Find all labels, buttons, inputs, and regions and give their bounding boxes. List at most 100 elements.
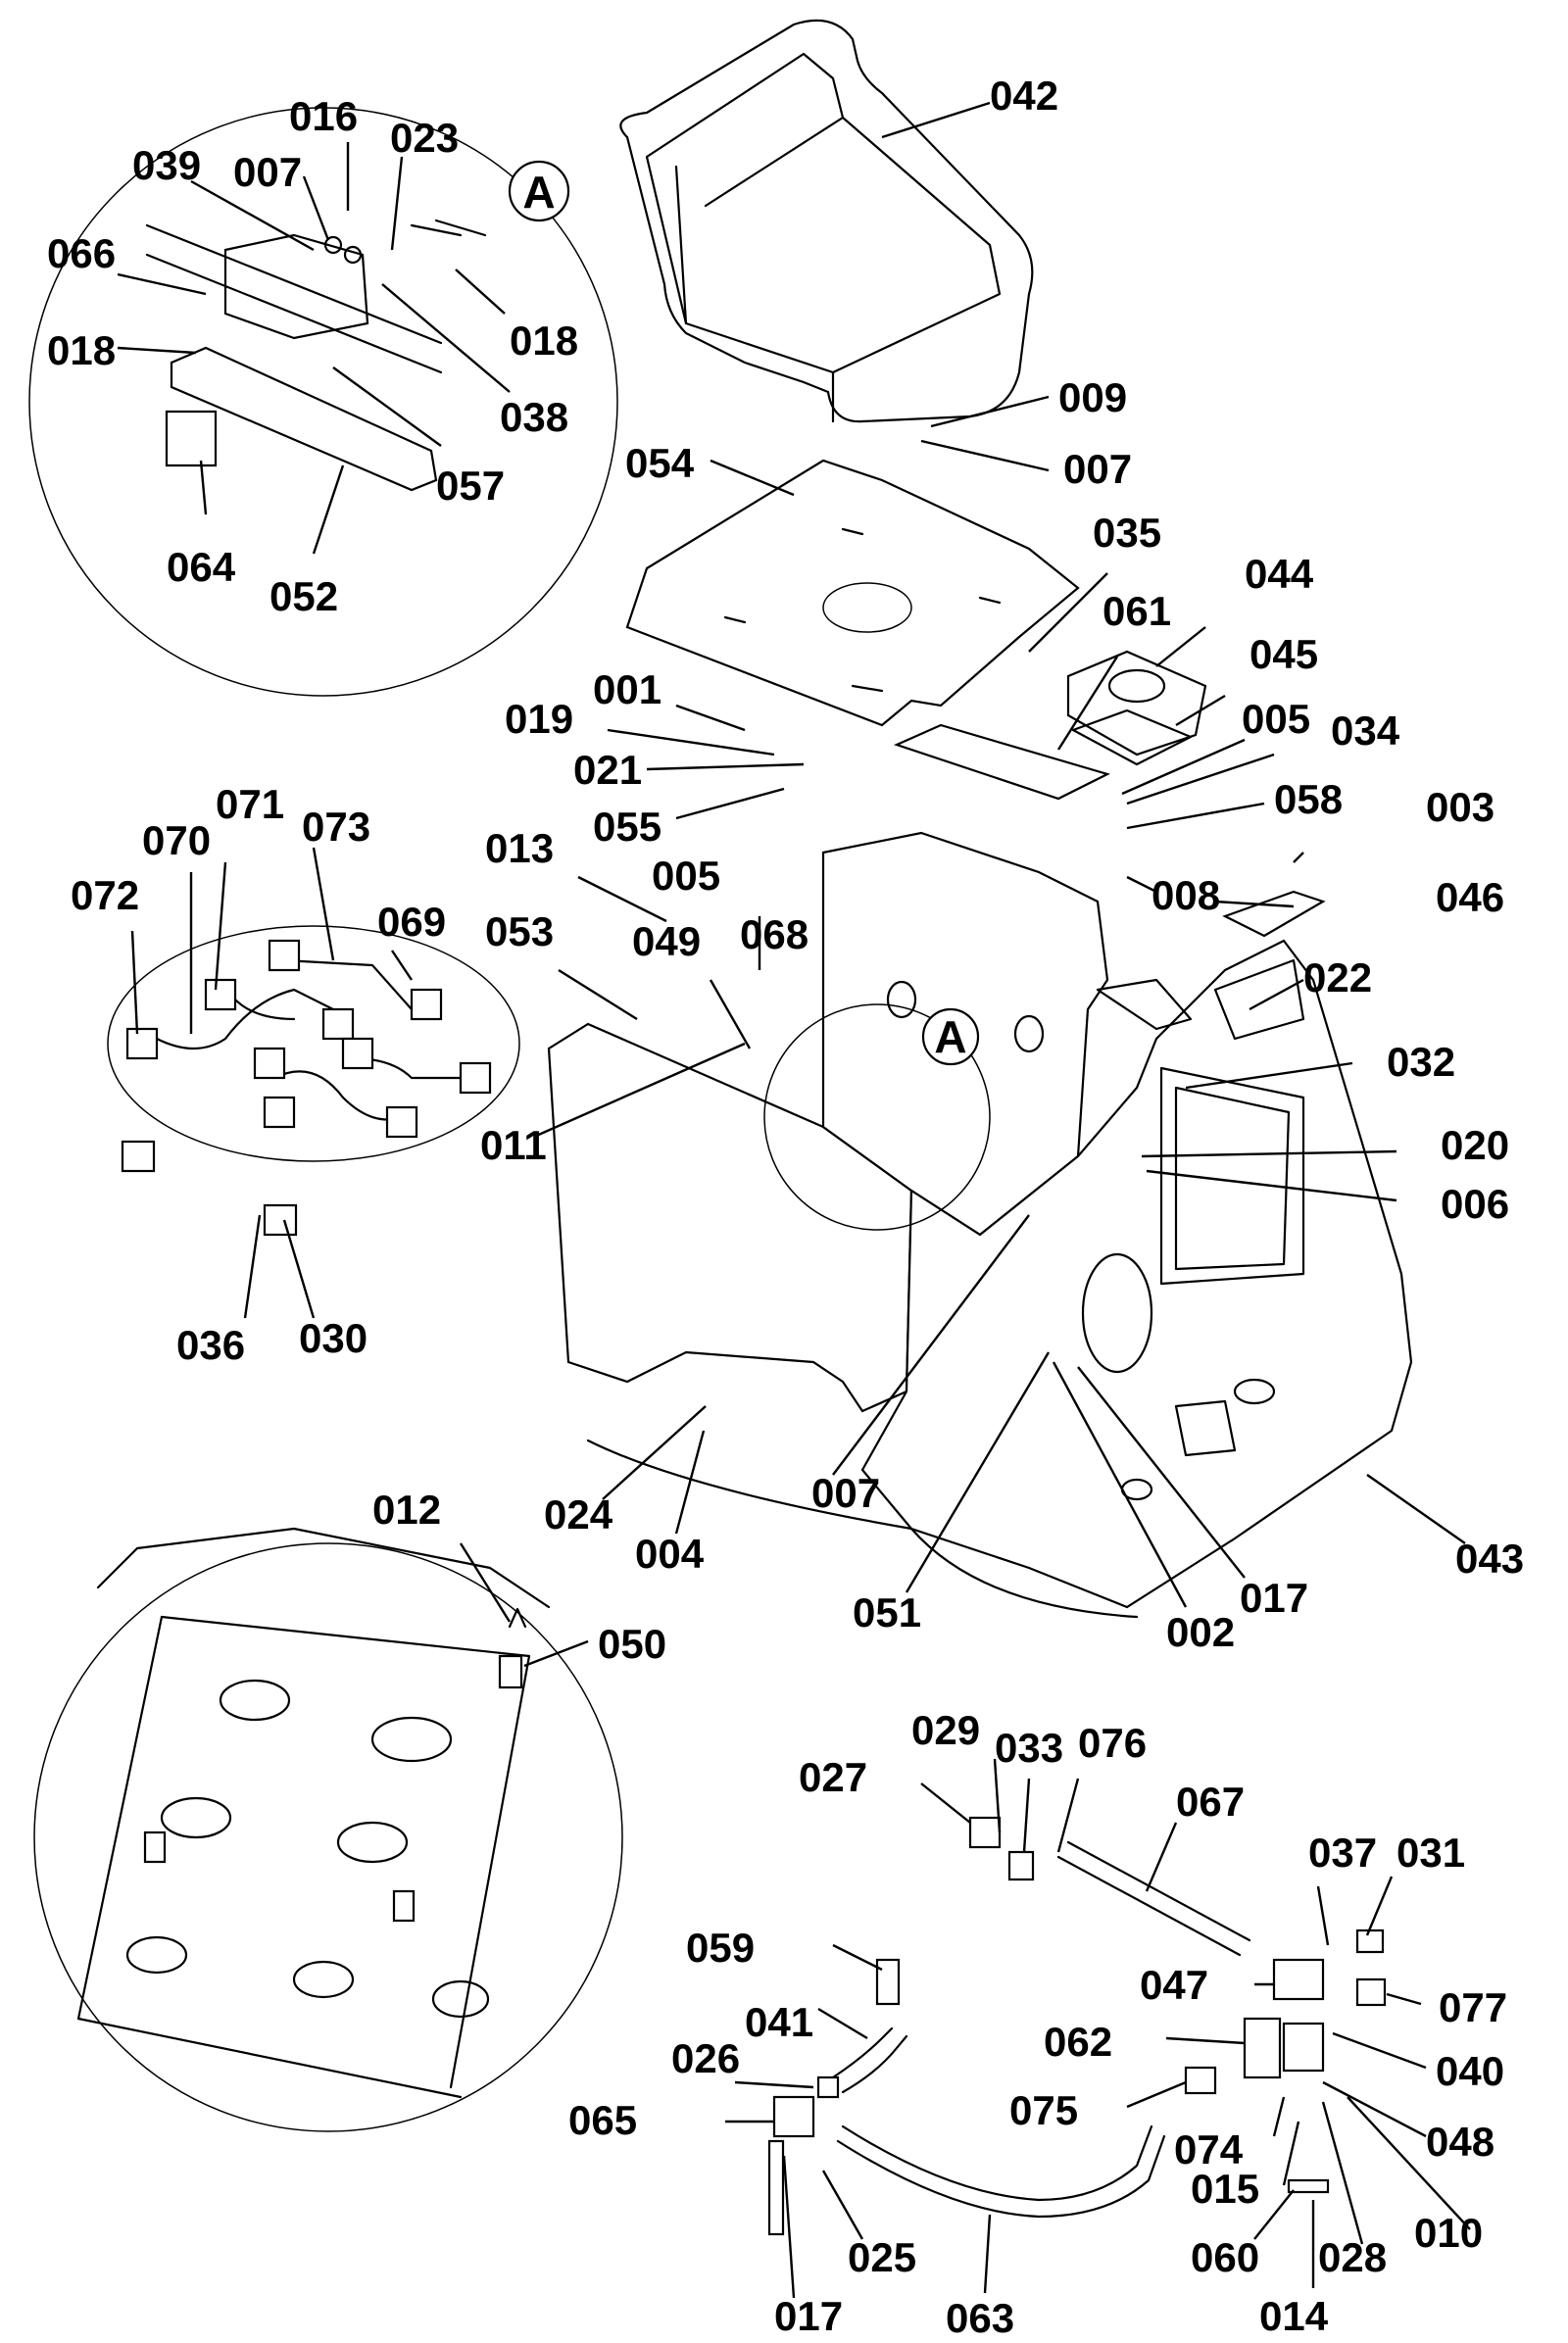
callout-067: 067 <box>1176 1779 1245 1825</box>
callout-016: 016 <box>289 93 358 139</box>
callout-037: 037 <box>1308 1830 1377 1876</box>
tee-047 <box>1272 1958 1325 2001</box>
callout-035: 035 <box>1093 510 1161 556</box>
callout-068: 068 <box>740 911 808 957</box>
seat-pan-plate <box>625 459 1080 727</box>
cap-027 <box>968 1816 1002 1849</box>
detail-a-tag: A <box>522 167 555 218</box>
callout-047: 047 <box>1140 1962 1208 2008</box>
callout-labels: 042 016 039 007 023 066 018 018 038 057 … <box>47 73 1524 2341</box>
bracket-048 <box>1282 2022 1325 2073</box>
chassis-body <box>547 831 1413 1619</box>
hose-063 <box>836 2124 1166 2219</box>
callout-003: 003 <box>1426 784 1494 830</box>
callout-019: 019 <box>505 696 573 742</box>
callout-051: 051 <box>853 1589 921 1635</box>
callout-012: 012 <box>372 1487 441 1533</box>
callout-066: 066 <box>47 230 116 276</box>
callout-029: 029 <box>911 1707 980 1753</box>
hose-067 <box>1056 1840 1251 1957</box>
callout-005b: 005 <box>652 853 720 899</box>
callout-010: 010 <box>1414 2210 1483 2256</box>
callout-008: 008 <box>1152 872 1220 918</box>
detail-a-circle: A <box>28 107 618 697</box>
callout-076: 076 <box>1078 1720 1147 1766</box>
callout-071: 071 <box>216 781 284 827</box>
underside-detail-circle <box>33 1527 623 2132</box>
seat-cushion <box>619 19 1034 423</box>
callout-070: 070 <box>142 817 211 863</box>
callout-063: 063 <box>946 2295 1014 2341</box>
connector-loose <box>121 1140 156 1173</box>
callout-027: 027 <box>799 1754 867 1800</box>
callout-059: 059 <box>686 1925 755 1971</box>
callout-038: 038 <box>500 394 568 440</box>
detail-a-marker-small <box>921 1007 980 1066</box>
callout-031: 031 <box>1396 1830 1465 1876</box>
callout-004: 004 <box>635 1531 705 1577</box>
coupling-033 <box>1007 1850 1035 1881</box>
callout-017b: 017 <box>774 2293 843 2339</box>
callout-064: 064 <box>167 544 236 590</box>
fitting-059 <box>875 1958 901 2006</box>
fitting-075 <box>1184 2066 1217 2095</box>
callout-075: 075 <box>1009 2087 1078 2133</box>
connector-036-030 <box>263 1203 298 1237</box>
callout-072: 072 <box>71 872 139 918</box>
callout-045: 045 <box>1250 631 1318 677</box>
cover-plate-046 <box>1222 890 1326 938</box>
elbow-041 <box>831 2026 908 2094</box>
callout-036: 036 <box>176 1322 245 1368</box>
callout-033: 033 <box>995 1725 1063 1771</box>
valve-065 <box>772 2095 815 2138</box>
callout-069: 069 <box>377 899 446 945</box>
callout-022: 022 <box>1303 954 1372 1001</box>
callout-025: 025 <box>848 2234 916 2280</box>
callout-060: 060 <box>1191 2234 1259 2280</box>
callout-032: 032 <box>1387 1039 1455 1085</box>
callout-049: 049 <box>632 918 701 964</box>
callout-007: 007 <box>233 149 302 195</box>
callout-073: 073 <box>302 804 370 850</box>
callout-026: 026 <box>671 2035 740 2081</box>
callout-057: 057 <box>436 463 505 509</box>
coupling-026 <box>816 2075 840 2099</box>
valve-stem <box>767 2139 785 2236</box>
callout-007b: 007 <box>1063 446 1132 492</box>
callout-023: 023 <box>390 115 459 161</box>
callout-018a: 018 <box>47 327 116 373</box>
callout-055: 055 <box>593 804 662 850</box>
callout-062: 062 <box>1044 2019 1112 2065</box>
callout-021: 021 <box>573 747 642 793</box>
callout-030: 030 <box>299 1315 368 1361</box>
callout-054: 054 <box>625 440 695 486</box>
callout-077: 077 <box>1439 1984 1507 2030</box>
callout-050: 050 <box>598 1621 666 1667</box>
console-plate <box>893 723 1110 801</box>
callout-011: 011 <box>480 1122 547 1168</box>
callout-044: 044 <box>1245 551 1314 597</box>
detail-a-region <box>763 1003 991 1231</box>
callout-034: 034 <box>1331 708 1400 754</box>
strap-060 <box>1287 2178 1330 2194</box>
callout-053: 053 <box>485 908 554 954</box>
console-gasket <box>1071 708 1193 766</box>
callout-042: 042 <box>990 73 1058 119</box>
callout-007c: 007 <box>811 1470 880 1516</box>
callout-018b: 018 <box>510 317 578 364</box>
callout-043: 043 <box>1455 1536 1524 1582</box>
callout-009: 009 <box>1058 374 1127 420</box>
callout-024: 024 <box>544 1491 613 1538</box>
callout-015: 015 <box>1191 2166 1259 2212</box>
callout-046: 046 <box>1436 874 1504 920</box>
callout-058: 058 <box>1274 776 1343 822</box>
callout-040: 040 <box>1436 2048 1504 2094</box>
callout-065: 065 <box>568 2097 637 2143</box>
callout-020: 020 <box>1441 1122 1509 1168</box>
callout-017a: 017 <box>1240 1575 1308 1621</box>
harness-ellipse <box>107 925 520 1162</box>
detail-a-tag-small: A <box>934 1011 966 1062</box>
callout-014: 014 <box>1259 2293 1329 2339</box>
leader-lines <box>117 101 1471 2299</box>
